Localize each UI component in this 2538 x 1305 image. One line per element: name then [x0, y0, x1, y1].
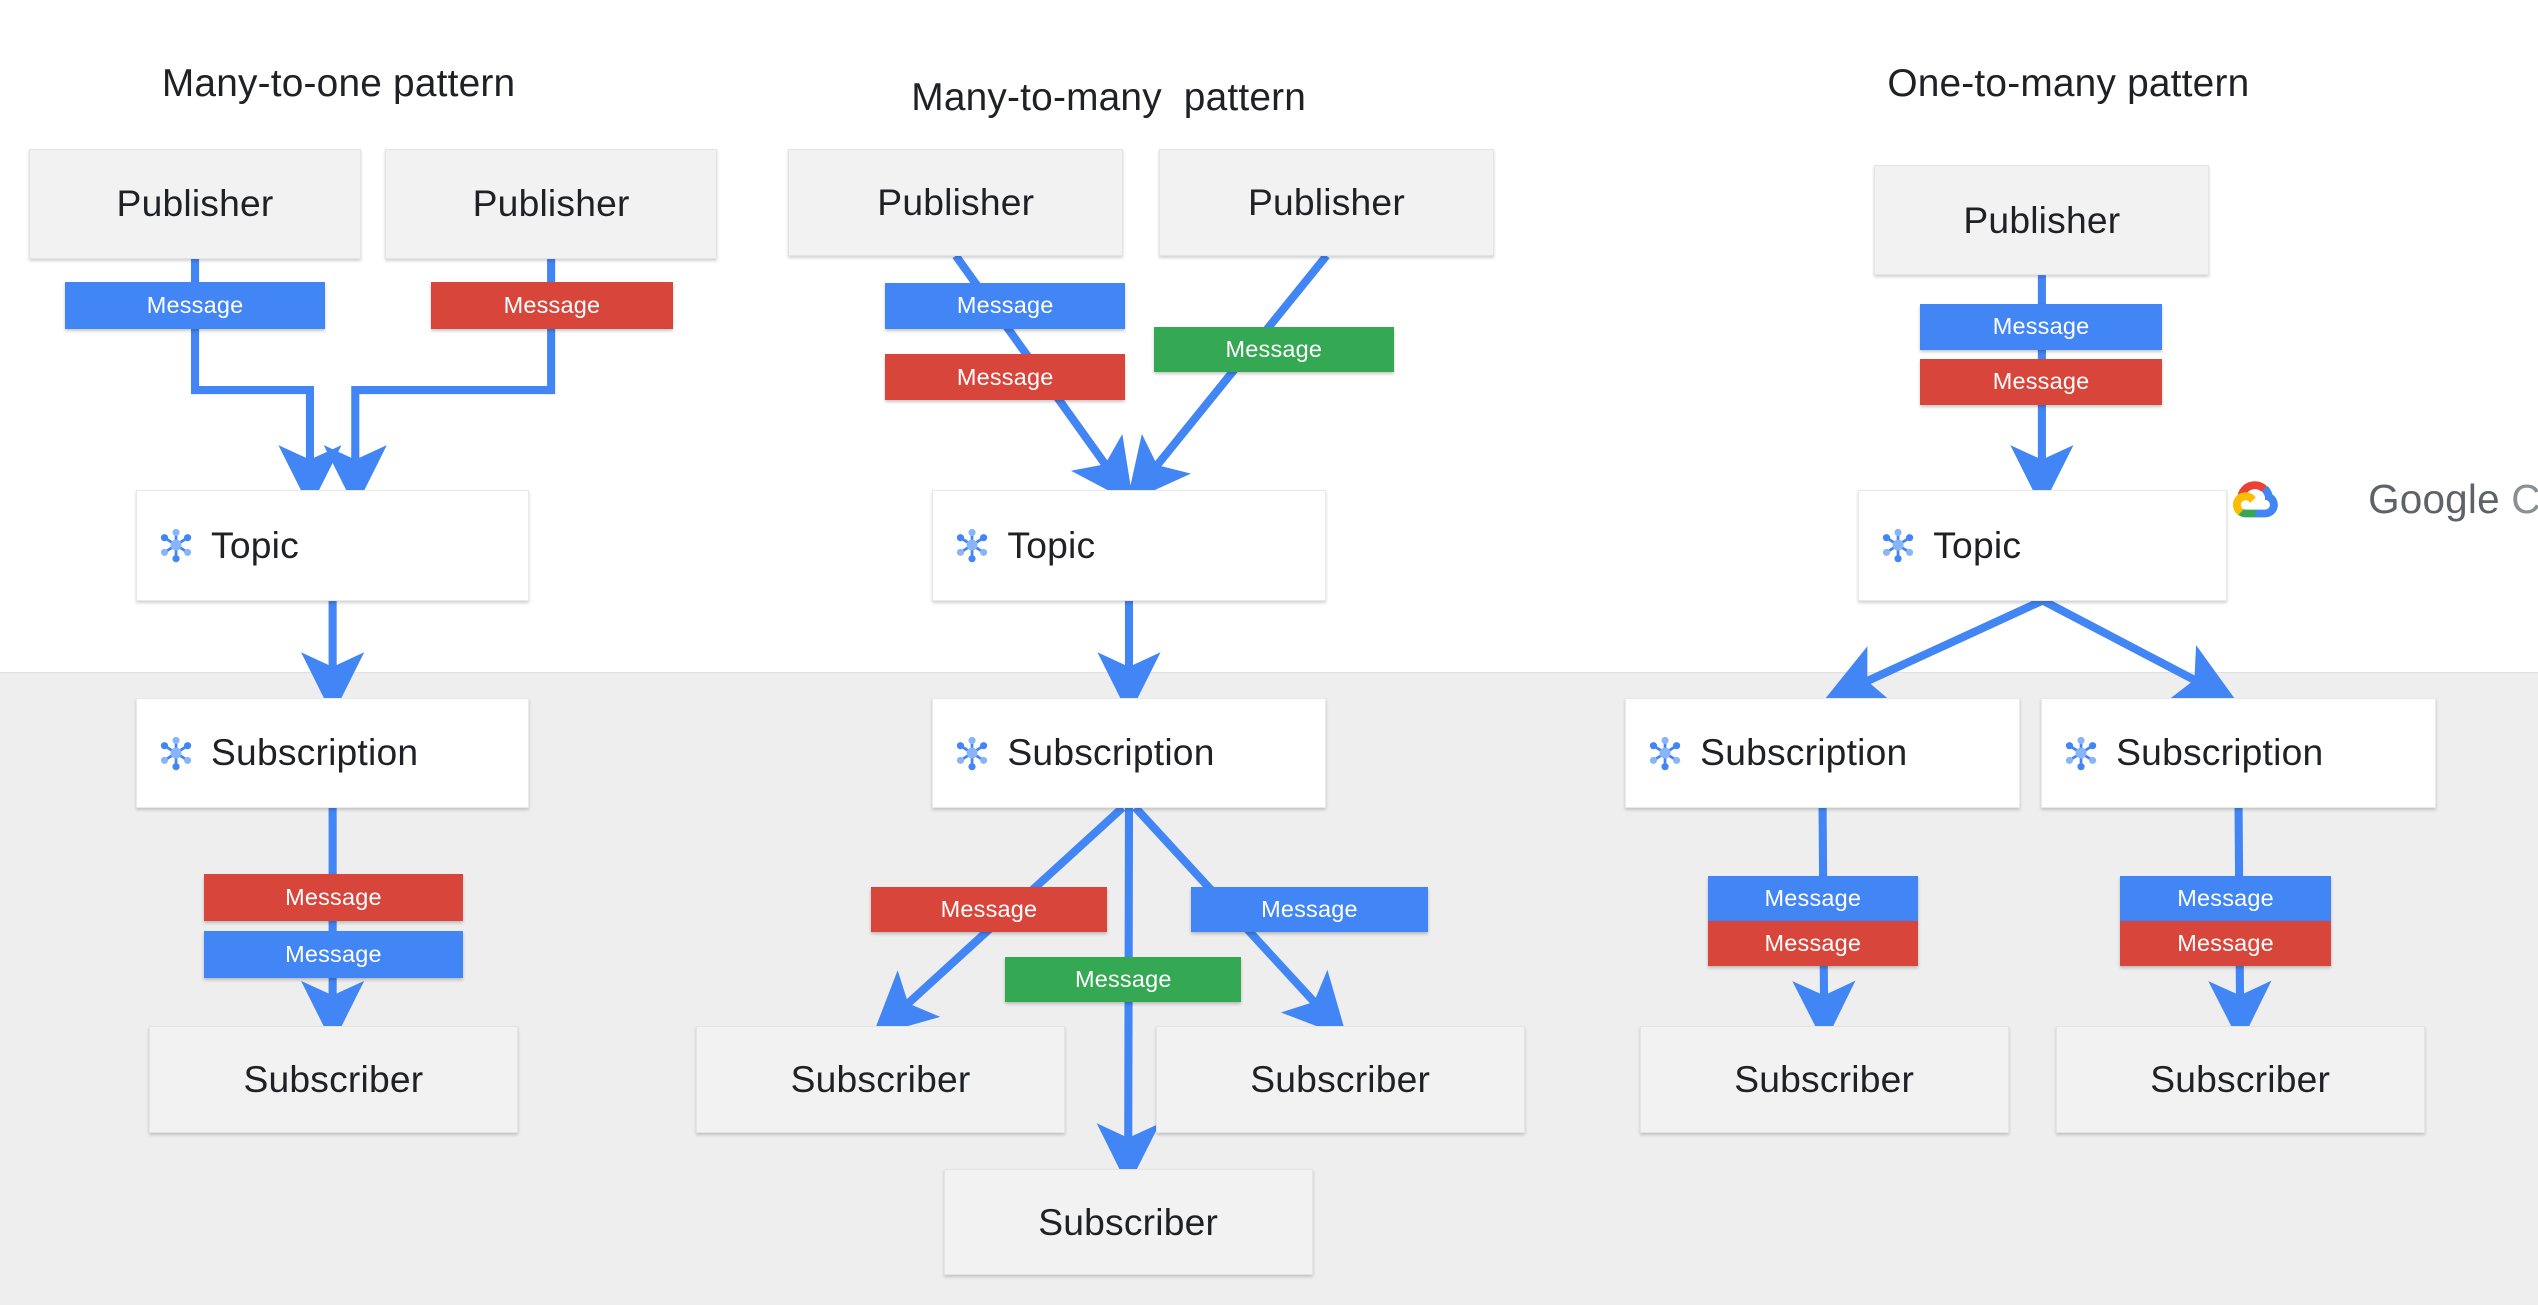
- message-chip-red: Message: [431, 282, 674, 329]
- subscriber-box-label: Subscriber: [2150, 1058, 2330, 1101]
- message-chip-red: Message: [1920, 359, 2163, 404]
- subscriber-box[interactable]: Subscriber: [696, 1026, 1065, 1133]
- pubsub-node-icon: [951, 524, 993, 566]
- message-chip-blue: Message: [885, 283, 1125, 328]
- subscriber-box[interactable]: Subscriber: [1640, 1026, 2009, 1133]
- message-chip-blue: Message: [204, 931, 463, 978]
- subscription-box[interactable]: Subscription: [932, 698, 1325, 808]
- message-chip-red: Message: [871, 887, 1107, 932]
- message-chip-green: Message: [1154, 327, 1394, 372]
- publisher-box[interactable]: Publisher: [1159, 149, 1494, 256]
- column-title-many-to-many: Many-to-many pattern: [911, 76, 1306, 120]
- message-chip-blue: Message: [2120, 876, 2330, 921]
- subscriber-box-label: Subscriber: [791, 1058, 971, 1101]
- message-label: Message: [1993, 368, 2090, 395]
- topic-box-label: Topic: [211, 524, 299, 567]
- message-label: Message: [1993, 313, 2090, 340]
- subscription-box-label: Subscription: [1700, 731, 1907, 774]
- pubsub-node-icon: [155, 524, 197, 566]
- subscriber-box-label: Subscriber: [1734, 1058, 1914, 1101]
- publisher-box[interactable]: Publisher: [385, 149, 717, 259]
- message-label: Message: [504, 292, 601, 319]
- pubsub-node-icon: [2060, 732, 2102, 774]
- google-cloud-wordmark: Google Cloud: [2299, 429, 2538, 570]
- message-chip-blue: Message: [1191, 887, 1427, 932]
- subscription-box-label: Subscription: [1007, 731, 1214, 774]
- message-chip-blue: Message: [1920, 304, 2163, 349]
- topic-box[interactable]: Topic: [932, 490, 1325, 600]
- pubsub-node-icon: [1877, 524, 1919, 566]
- subscription-box-label: Subscription: [2116, 731, 2323, 774]
- message-label: Message: [1075, 966, 1172, 993]
- subscription-box[interactable]: Subscription: [2041, 698, 2436, 808]
- subscription-box-label: Subscription: [211, 731, 418, 774]
- topic-box-label: Topic: [1007, 524, 1095, 567]
- publisher-box[interactable]: Publisher: [29, 149, 361, 259]
- google-cloud-logo: Google Cloud: [2230, 429, 2538, 570]
- subscription-box[interactable]: Subscription: [136, 698, 529, 808]
- message-label: Message: [1226, 336, 1323, 363]
- publisher-box[interactable]: Publisher: [788, 149, 1123, 256]
- cloud-word: [2500, 476, 2511, 522]
- message-label: Message: [2177, 885, 2274, 912]
- message-chip-red: Message: [2120, 921, 2330, 966]
- publisher-box-label: Publisher: [1248, 181, 1405, 224]
- topic-box[interactable]: Topic: [136, 490, 529, 600]
- subscriber-box-label: Subscriber: [1250, 1058, 1430, 1101]
- topic-box-label: Topic: [1933, 524, 2021, 567]
- pubsub-node-icon: [155, 732, 197, 774]
- column-title-one-to-many: One-to-many pattern: [1887, 62, 2249, 106]
- message-label: Message: [1261, 896, 1358, 923]
- message-label: Message: [1765, 930, 1862, 957]
- google-word: Google: [2368, 476, 2500, 522]
- subscriber-box-label: Subscriber: [1038, 1201, 1218, 1244]
- publisher-box-label: Publisher: [117, 182, 274, 225]
- pubsub-node-icon: [1644, 732, 1686, 774]
- message-label: Message: [285, 884, 382, 911]
- subscriber-box[interactable]: Subscriber: [944, 1169, 1313, 1276]
- subscription-box[interactable]: Subscription: [1625, 698, 2020, 808]
- message-chip-blue: Message: [1708, 876, 1918, 921]
- message-label: Message: [1765, 885, 1862, 912]
- subscriber-box[interactable]: Subscriber: [149, 1026, 518, 1133]
- publisher-box-label: Publisher: [473, 182, 630, 225]
- message-label: Message: [957, 364, 1054, 391]
- column-title-many-to-one: Many-to-one pattern: [162, 62, 515, 106]
- message-chip-red: Message: [204, 874, 463, 921]
- subscriber-box-label: Subscriber: [243, 1058, 423, 1101]
- message-label: Message: [147, 292, 244, 319]
- subscriber-box[interactable]: Subscriber: [1156, 1026, 1525, 1133]
- message-label: Message: [2177, 930, 2274, 957]
- message-chip-red: Message: [1708, 921, 1918, 966]
- publisher-box[interactable]: Publisher: [1874, 165, 2209, 275]
- message-chip-blue: Message: [65, 282, 326, 329]
- pubsub-node-icon: [951, 732, 993, 774]
- topic-box[interactable]: Topic: [1858, 490, 2227, 600]
- message-label: Message: [941, 896, 1038, 923]
- subscriber-box[interactable]: Subscriber: [2056, 1026, 2425, 1133]
- message-chip-green: Message: [1005, 957, 1241, 1002]
- google-cloud-mark: [2230, 477, 2285, 522]
- message-chip-red: Message: [885, 354, 1125, 399]
- publisher-box-label: Publisher: [877, 181, 1034, 224]
- message-label: Message: [285, 941, 382, 968]
- cloud-word-text: Cloud: [2511, 476, 2538, 522]
- message-label: Message: [957, 292, 1054, 319]
- publisher-box-label: Publisher: [1963, 199, 2120, 242]
